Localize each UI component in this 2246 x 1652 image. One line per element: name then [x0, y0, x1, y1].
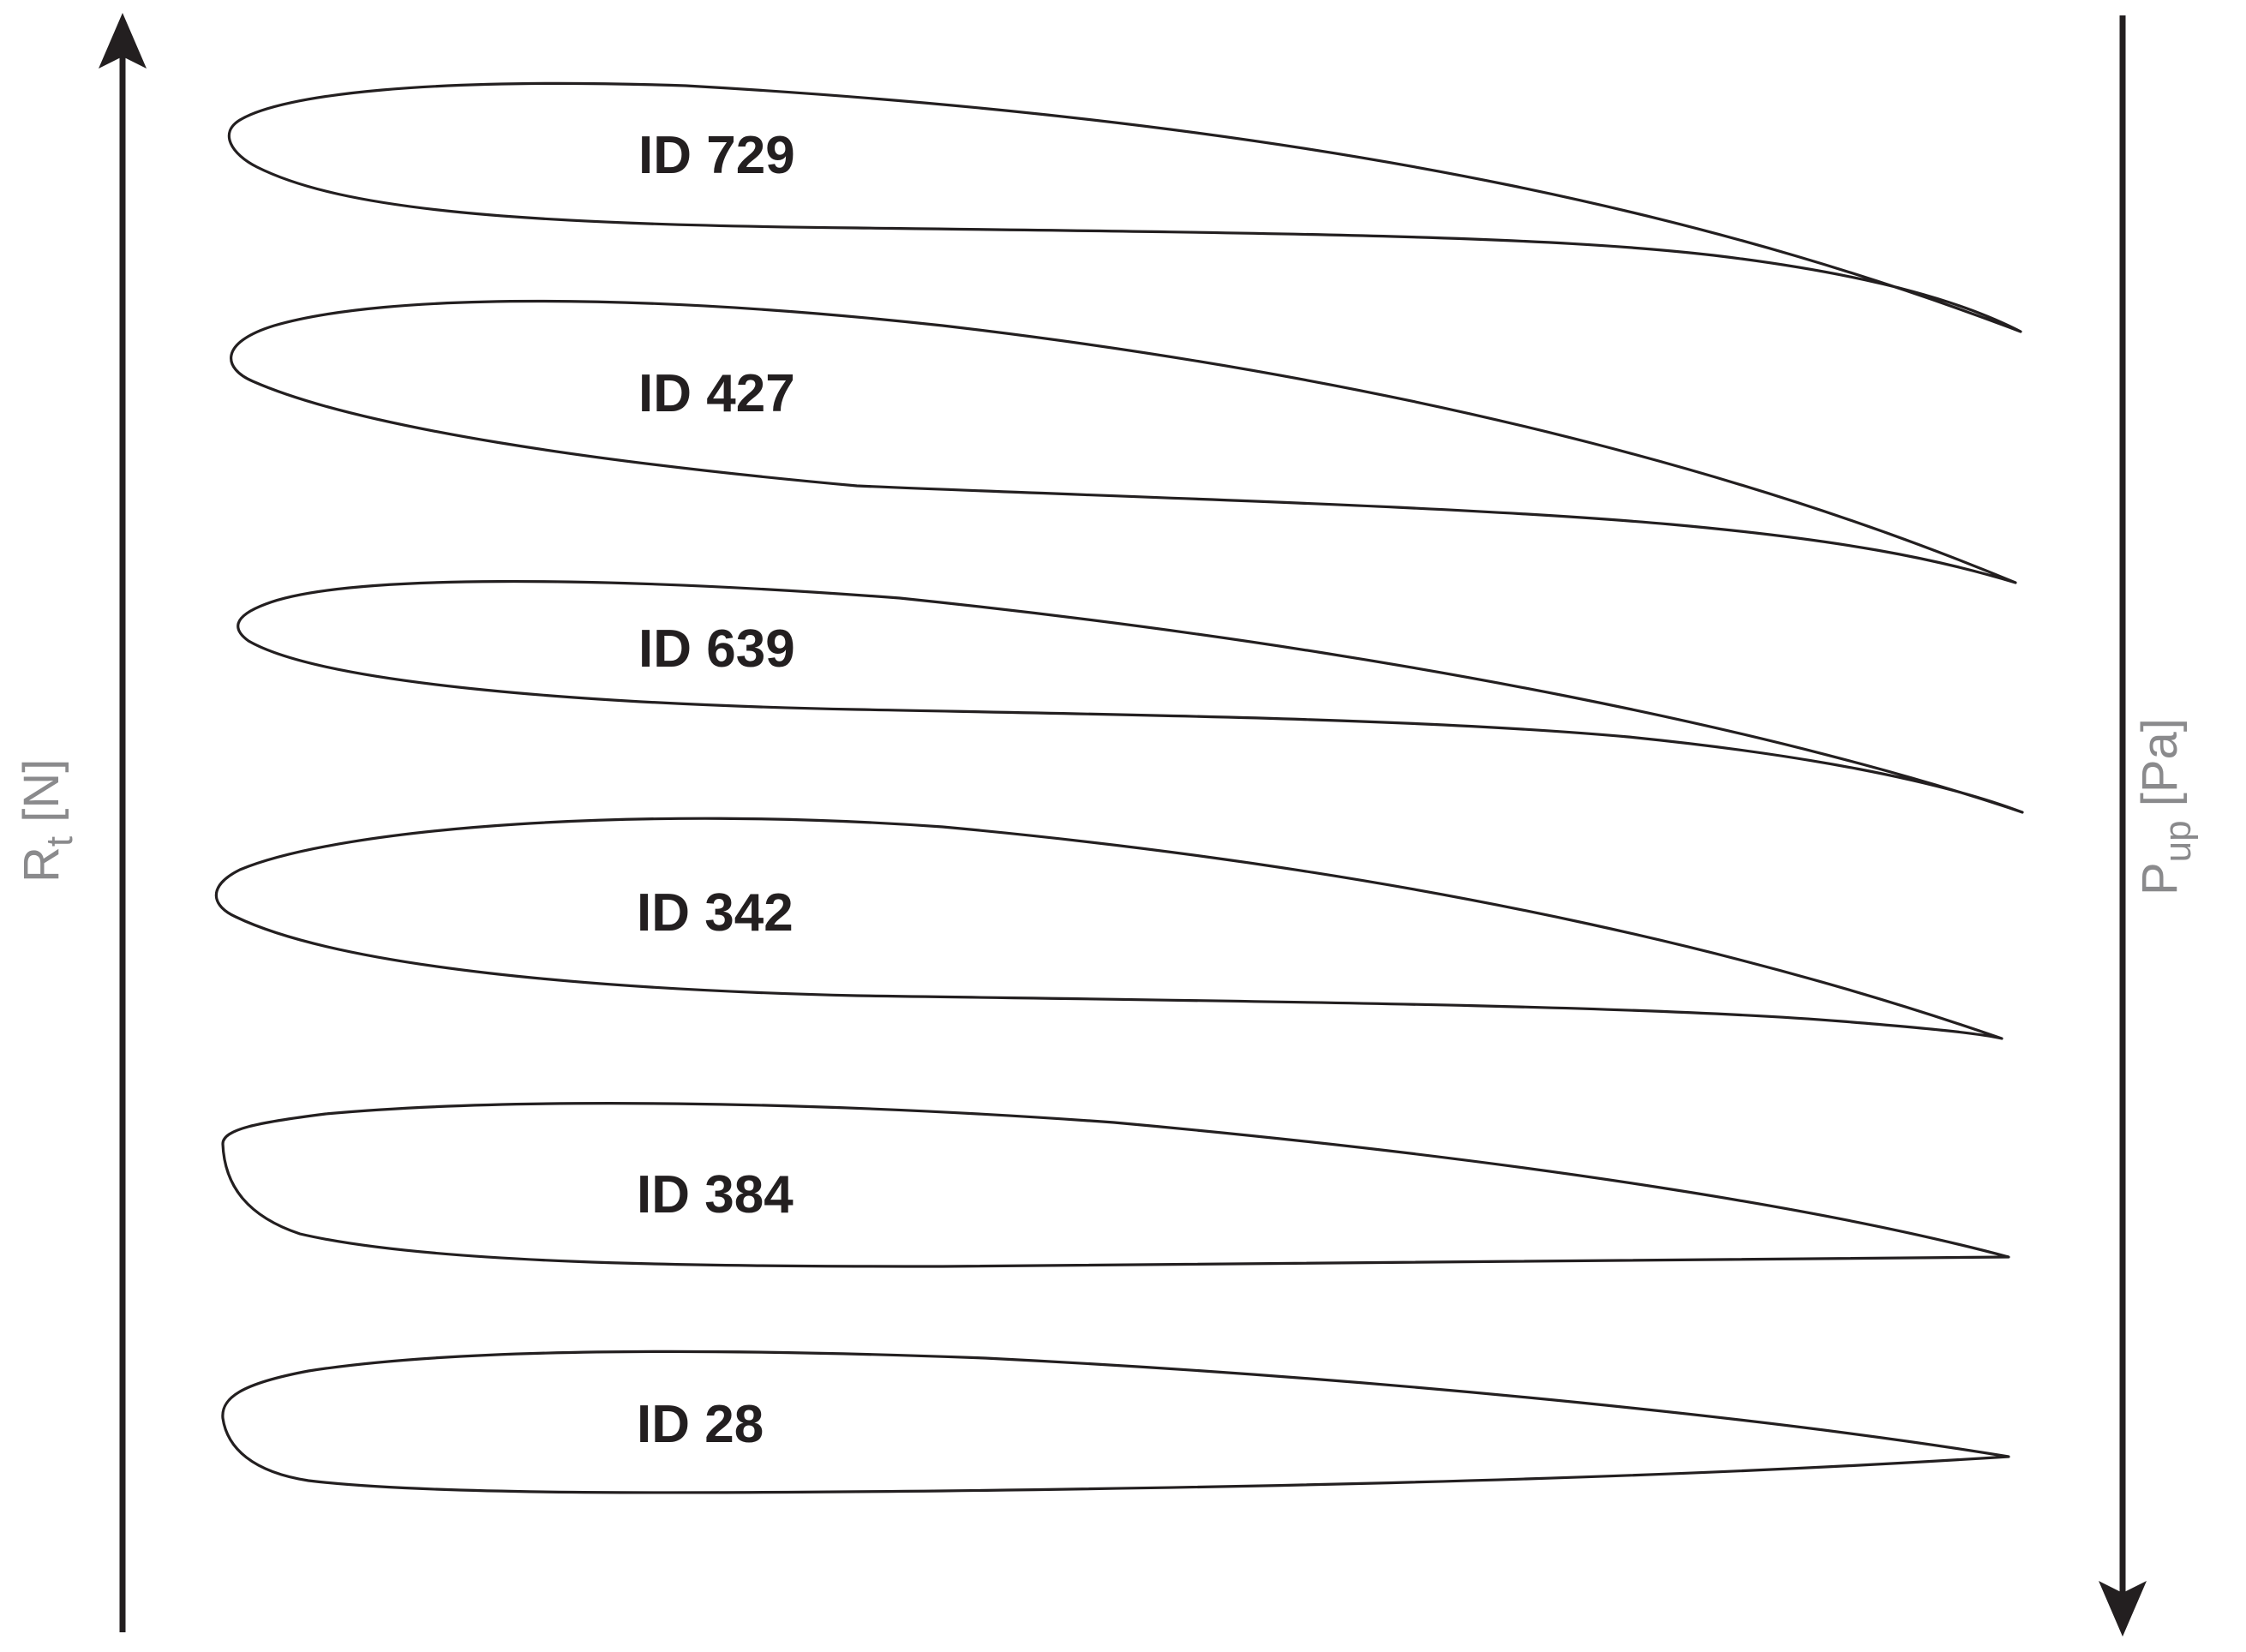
- airfoil-shape: [230, 299, 2017, 584]
- airfoil-id-label: ID 342: [637, 883, 794, 943]
- left-axis-label: Rt [N]: [14, 759, 81, 883]
- left-axis-subscript: t: [39, 836, 81, 847]
- right-axis-label: Pup [Pa]: [2132, 718, 2199, 895]
- airfoil-id-label: ID 28: [637, 1395, 764, 1454]
- airfoil-shape: [221, 1102, 2010, 1268]
- airfoil-shape: [228, 81, 2022, 333]
- airfoil-id-label: ID 639: [638, 620, 795, 679]
- left-axis: Rt [N]: [14, 13, 147, 1632]
- airfoil-id-label: ID 384: [637, 1165, 794, 1224]
- airfoil-profile: ID 384: [221, 1102, 2010, 1268]
- airfoil-profile: ID 729: [228, 81, 2022, 333]
- right-axis-subscript: up: [2157, 820, 2199, 862]
- airfoil-id-label: ID 427: [638, 364, 795, 423]
- airfoil-profile: ID 28: [221, 1350, 2010, 1494]
- airfoil-shape: [237, 580, 2024, 814]
- airfoil-profile: ID 342: [214, 817, 2003, 1040]
- right-axis-symbol: P: [2132, 862, 2188, 895]
- airfoil-profile: ID 639: [237, 580, 2024, 814]
- right-axis: Pup [Pa]: [2099, 15, 2199, 1637]
- right-axis-unit: [Pa]: [2132, 718, 2188, 820]
- airfoil-shape: [221, 1350, 2010, 1494]
- left-axis-arrow-up-icon: [99, 13, 147, 69]
- right-axis-arrow-down-icon: [2099, 1581, 2147, 1637]
- airfoil-id-label: ID 729: [638, 126, 795, 185]
- left-axis-symbol: R: [14, 847, 69, 883]
- airfoil-shape: [214, 817, 2003, 1040]
- airfoil-profile: ID 427: [230, 299, 2017, 584]
- left-axis-unit: [N]: [14, 759, 69, 836]
